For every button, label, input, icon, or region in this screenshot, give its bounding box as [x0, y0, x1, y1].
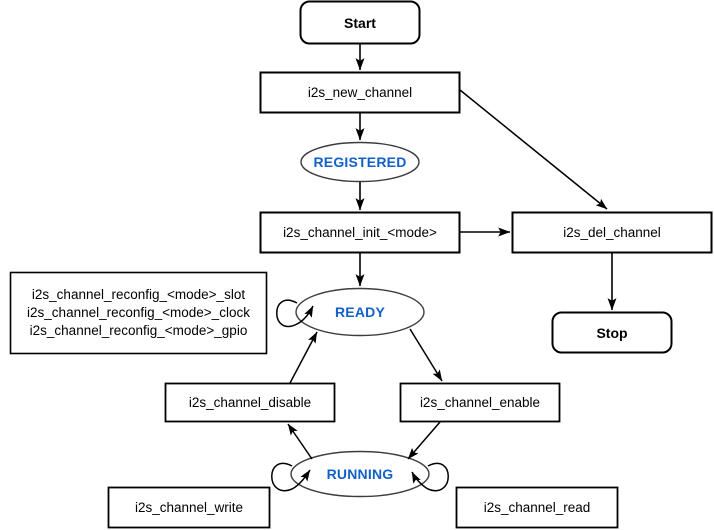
ready-state-shape	[295, 287, 425, 337]
registered-state-shape	[300, 141, 420, 183]
stop-terminator-shape	[551, 311, 673, 354]
channel-init-box-shape	[259, 211, 461, 254]
edge-running-self-loop-left	[271, 462, 311, 492]
start-terminator-shape	[299, 0, 421, 45]
channel-disable-box-shape	[164, 382, 336, 423]
running-state-shape	[290, 450, 430, 498]
edge-running-to-channel-disable	[287, 423, 313, 460]
new-channel-box-shape	[259, 71, 461, 114]
edge-ready-self-loop	[276, 299, 314, 328]
channel-read-box-shape	[455, 486, 619, 529]
del-channel-box-shape	[511, 211, 713, 254]
channel-enable-box-shape	[399, 382, 561, 423]
channel-write-box-shape	[107, 486, 271, 529]
edge-channel-disable-to-ready	[289, 331, 318, 384]
reconfig-box-shape	[9, 271, 268, 355]
edge-running-self-loop-right	[411, 462, 449, 492]
edge-ready-to-channel-enable	[409, 328, 443, 382]
edge-new-channel-to-del-channel	[459, 89, 608, 210]
edge-channel-enable-to-running	[407, 421, 441, 460]
